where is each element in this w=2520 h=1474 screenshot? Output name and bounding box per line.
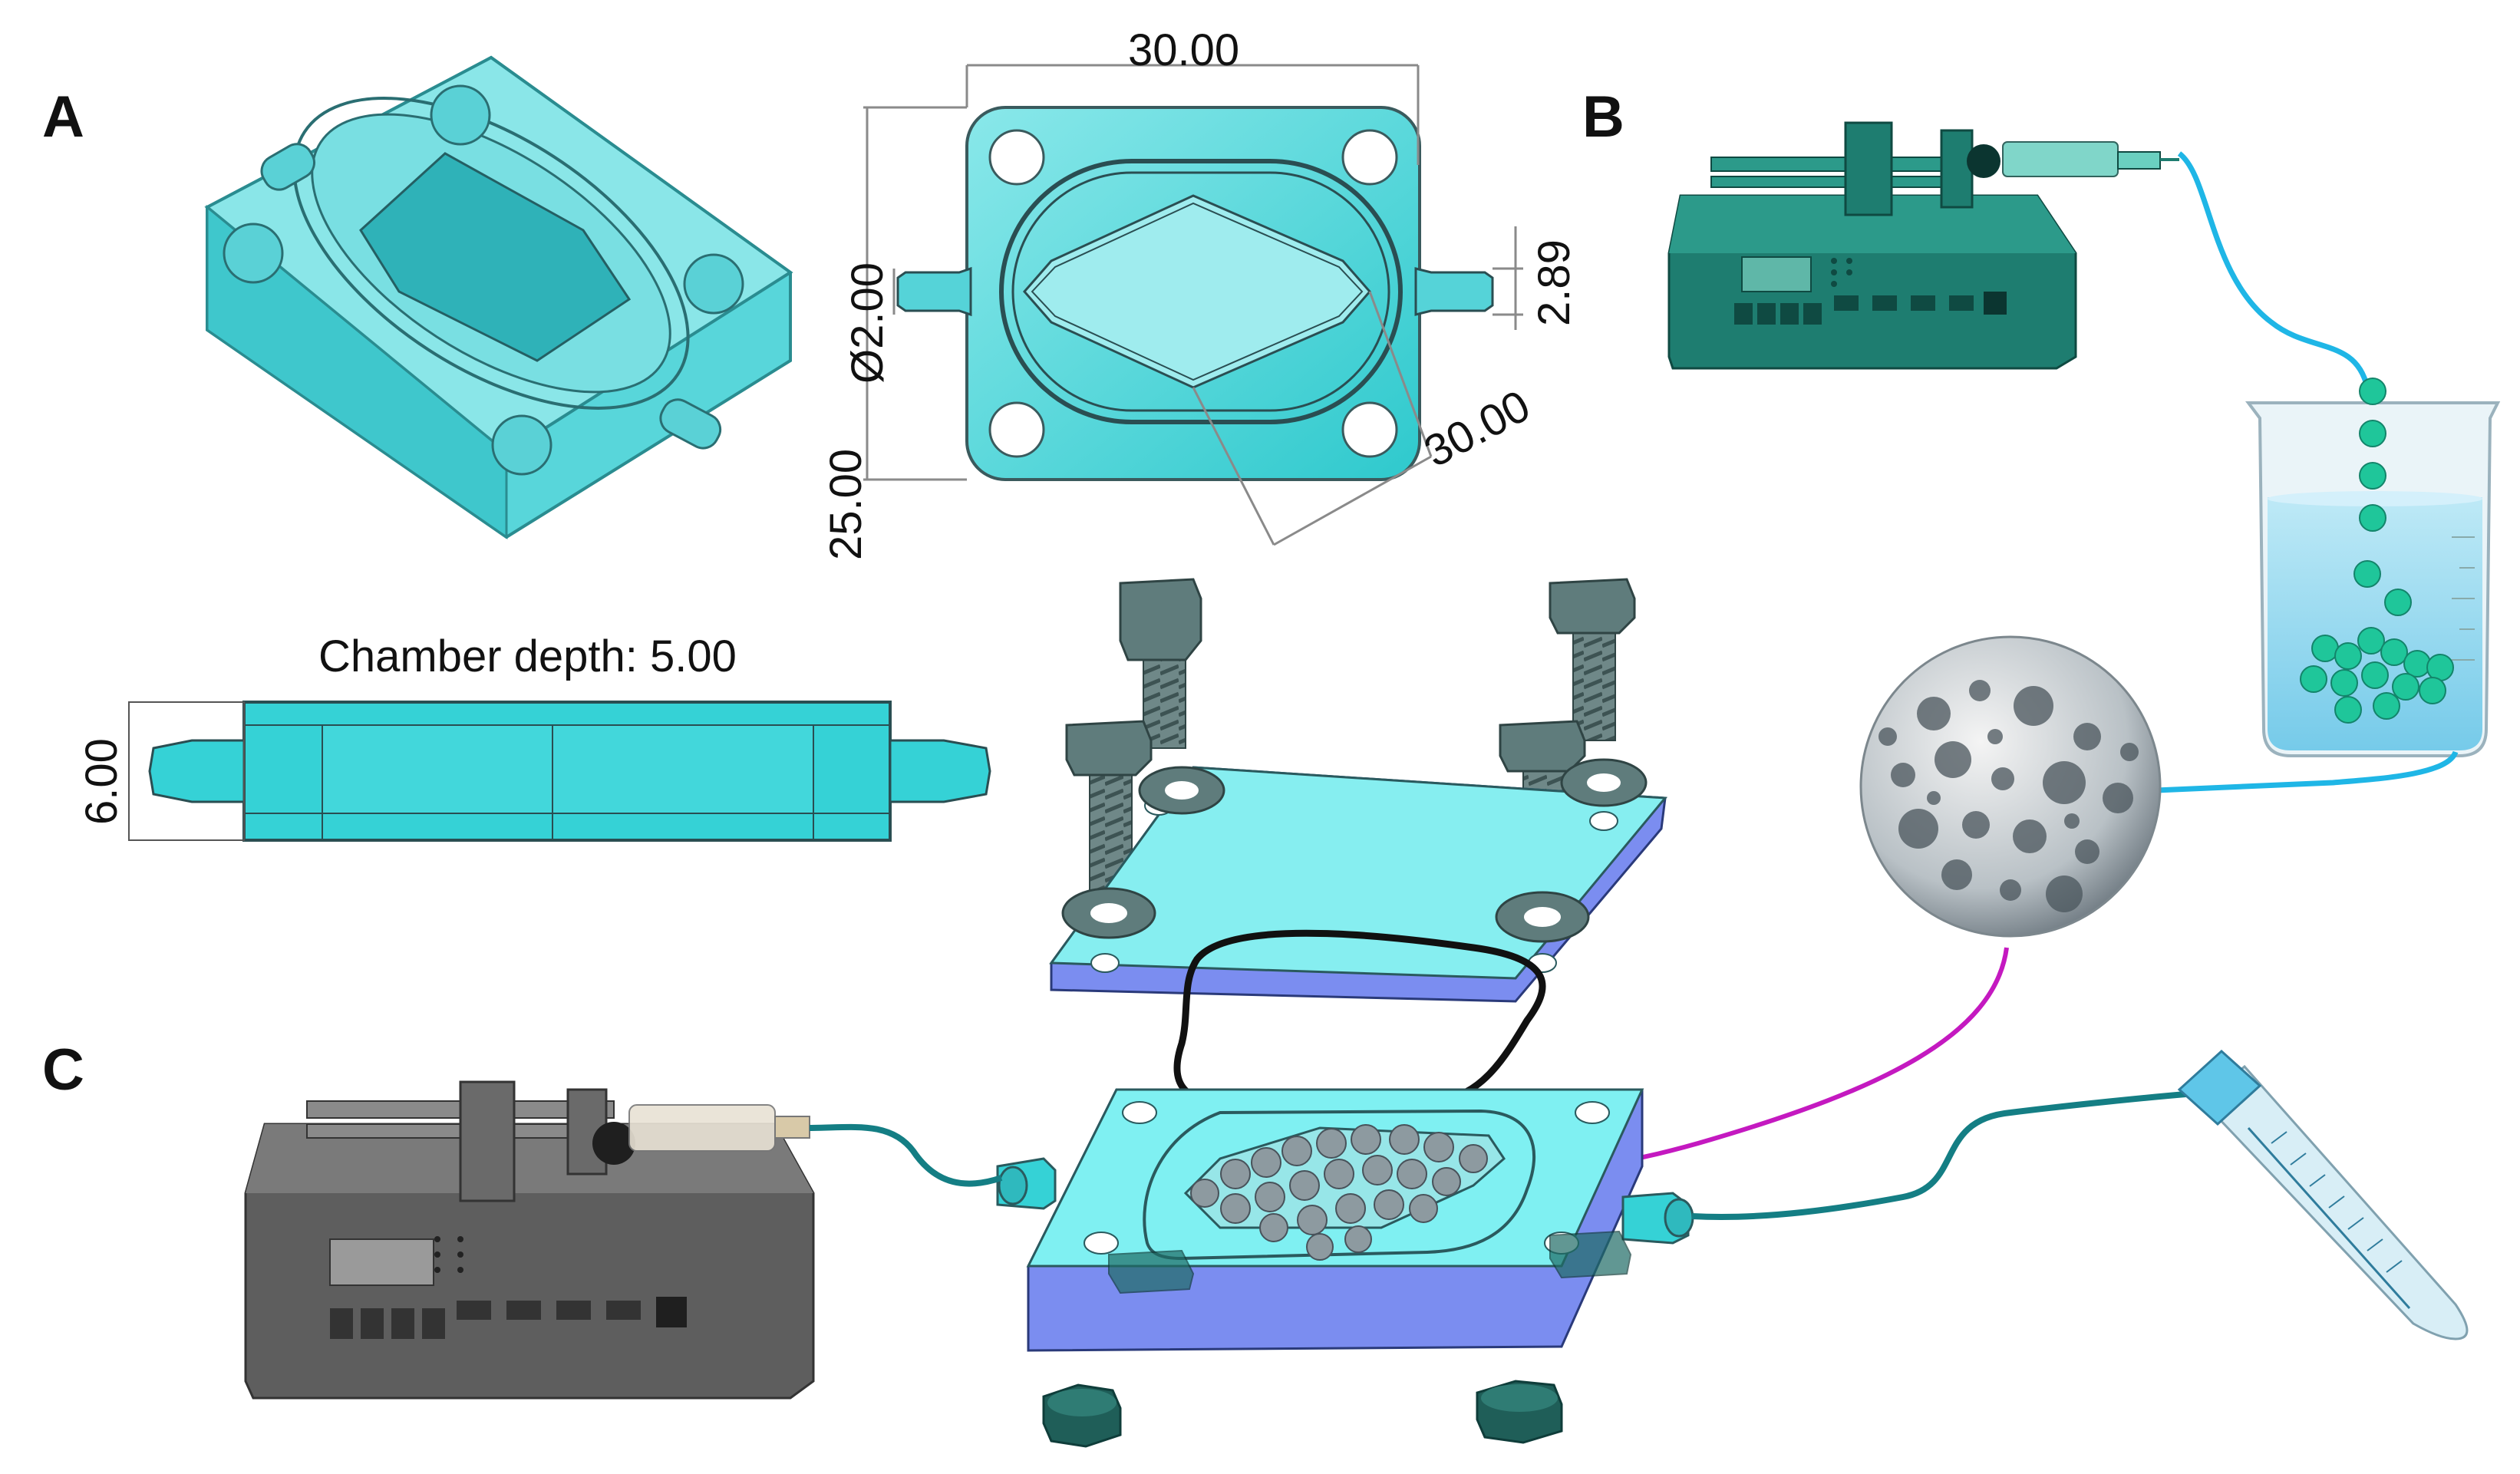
dimension-chamber-depth: Chamber depth: 5.00	[318, 631, 737, 681]
dimension-bore-diameter: Ø2.00	[843, 262, 892, 384]
washer-icon	[1560, 758, 1648, 807]
dimension-side-height: 6.00	[77, 738, 127, 825]
nut-icon	[1476, 1380, 1563, 1444]
dimension-top-width: 30.00	[1128, 25, 1239, 75]
nut-icon	[1042, 1383, 1122, 1448]
dimension-diagonal: 30.00	[1417, 381, 1539, 477]
o-ring	[1173, 929, 1546, 1109]
chip-isometric-view	[204, 55, 793, 539]
panel-label-c: C	[42, 1037, 84, 1103]
porous-bead-icon	[1859, 635, 2162, 938]
beads-in-chamber	[1190, 1124, 1488, 1261]
panel-label-b: B	[1582, 84, 1624, 150]
top-plate	[1049, 766, 1668, 1003]
washer-icon	[1495, 891, 1590, 943]
tubing-pump-to-beaker	[2177, 151, 2370, 388]
syringe-pump-icon	[244, 1080, 815, 1400]
bolt-icon	[1119, 578, 1202, 749]
chip-top-view	[896, 106, 1494, 481]
top-view-dimension-lines	[863, 64, 1523, 546]
chip-side-view	[148, 701, 991, 842]
falling-bead-droplets	[2300, 378, 2454, 724]
tubing-pump-to-chip	[809, 1123, 1003, 1187]
dimension-outer-height: 25.00	[821, 449, 871, 560]
washer-icon	[1138, 766, 1225, 815]
tubing-beaker-to-bead	[2156, 750, 2459, 793]
centrifuge-tube-icon	[2177, 1049, 2469, 1340]
panel-label-a: A	[42, 84, 84, 150]
bolt-icon	[1549, 578, 1636, 741]
dimension-nozzle-offset: 2.89	[1529, 239, 1579, 326]
washer-icon	[1061, 887, 1156, 939]
tubing-chip-to-tube	[1691, 1090, 2195, 1220]
side-view-dimension-lines	[128, 701, 245, 841]
syringe-pump-icon	[1667, 121, 2179, 370]
